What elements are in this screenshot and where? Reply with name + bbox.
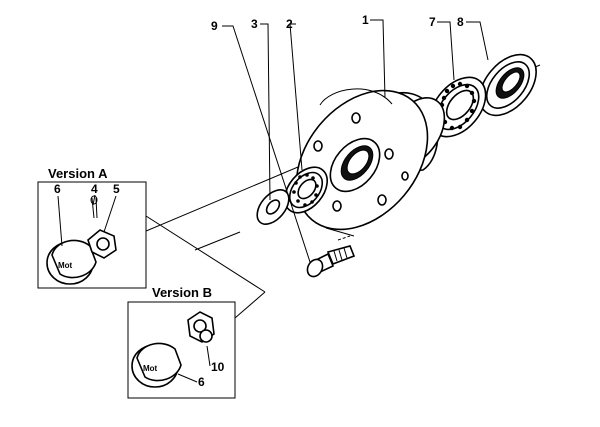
callout-10: 10 (211, 360, 225, 374)
callout-leaders (57, 19, 489, 383)
callout-7: 7 (429, 15, 436, 29)
cap-logo-b: Mot (143, 364, 158, 373)
hub-cap-part-6b: Mot (131, 342, 182, 388)
castle-nut-part-5 (87, 229, 117, 259)
callout-6-version-a: 6 (54, 182, 61, 196)
callout-5: 5 (113, 182, 120, 196)
callout-9: 9 (211, 19, 218, 33)
hub-part-1 (295, 88, 446, 231)
version-b-title: Version B (152, 285, 212, 300)
callout-2: 2 (286, 17, 293, 31)
callout-4: 4 (91, 182, 98, 196)
hub-cap-part-6a: Mot (46, 239, 97, 285)
callout-labels: 9 3 2 1 7 8 6 4 5 10 6 (54, 13, 464, 389)
bolt-part-9 (306, 235, 356, 278)
seal-part-8 (479, 53, 537, 117)
callout-3: 3 (251, 17, 258, 31)
washer-part-3 (256, 189, 290, 225)
version-b-inset: Version B Mot (127, 285, 236, 399)
version-a-inset: Version A Mot (37, 166, 147, 289)
nut-part-10 (187, 311, 215, 343)
cotter-pin-part-4 (90, 195, 98, 219)
version-a-title: Version A (48, 166, 108, 181)
cap-logo: Mot (58, 261, 73, 270)
inset-connector-lines (145, 215, 266, 319)
callout-8: 8 (457, 15, 464, 29)
bearing-part-2 (284, 166, 328, 214)
callout-1: 1 (362, 13, 369, 27)
callout-6-version-b: 6 (198, 375, 205, 389)
